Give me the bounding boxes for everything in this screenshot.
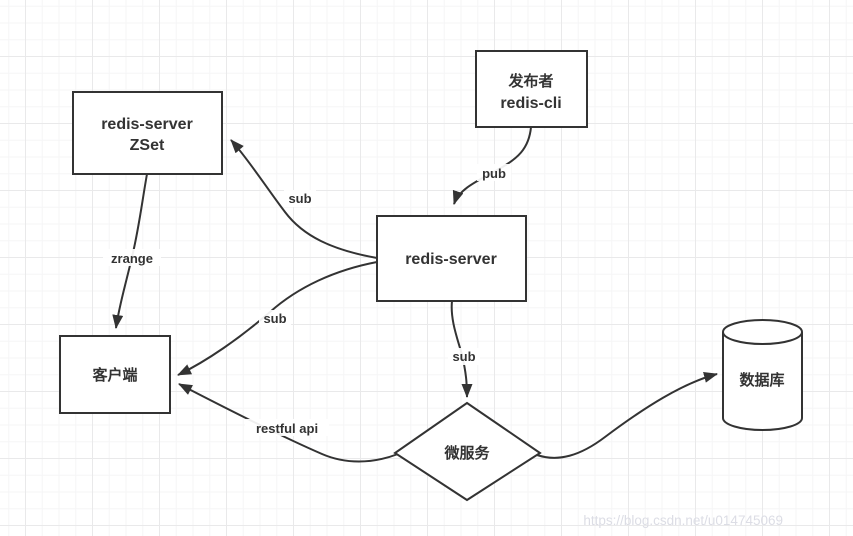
edge-labels: pub sub sub sub zrange restful api [103,164,511,436]
database-label: 数据库 [739,371,784,389]
node-microservice: 微服务 [393,401,542,502]
redis-server-box [376,215,527,302]
node-zset: redis-server ZSet [72,91,223,175]
zrange-label-bg [103,249,161,266]
sub-zset-label-bg [284,190,316,207]
pub-label-bg [477,164,511,181]
publisher-label-line1: 发布者 [507,72,553,90]
node-redis-server: redis-server [376,215,527,302]
sub-to-zset-label: sub [288,191,311,206]
node-database: 数据库 [722,319,803,431]
zset-label-line2: ZSet [130,137,165,154]
watermark: https://blog.csdn.net/u014745069 [583,513,783,528]
database-cylinder-rim [722,331,803,345]
edge-microservice-to-database [536,372,718,459]
edge-restful-api [178,383,399,463]
pub-label: pub [482,166,506,181]
edge-sub-to-zset [230,139,378,259]
publisher-label-line2: redis-cli [500,95,561,112]
sub-microservice-label-bg [448,348,480,365]
node-client: 客户端 [59,335,171,414]
database-cylinder-body [722,319,803,431]
restful-api-label-bg [245,419,329,436]
restful-api-label: restful api [256,421,318,436]
microservice-label: 微服务 [443,444,490,462]
zset-label-line1: redis-server [101,116,193,133]
node-publisher: 发布者 redis-cli [475,50,588,128]
client-label: 客户端 [91,366,137,384]
sub-client-label-bg [259,310,291,327]
zrange-label: zrange [111,251,153,266]
redis-server-label: redis-server [405,251,497,268]
microservice-diamond [393,401,542,502]
client-box [59,335,171,414]
zset-box [72,91,223,175]
sub-to-client-label: sub [263,311,286,326]
publisher-box [475,50,588,128]
sub-to-microservice-label: sub [452,349,475,364]
